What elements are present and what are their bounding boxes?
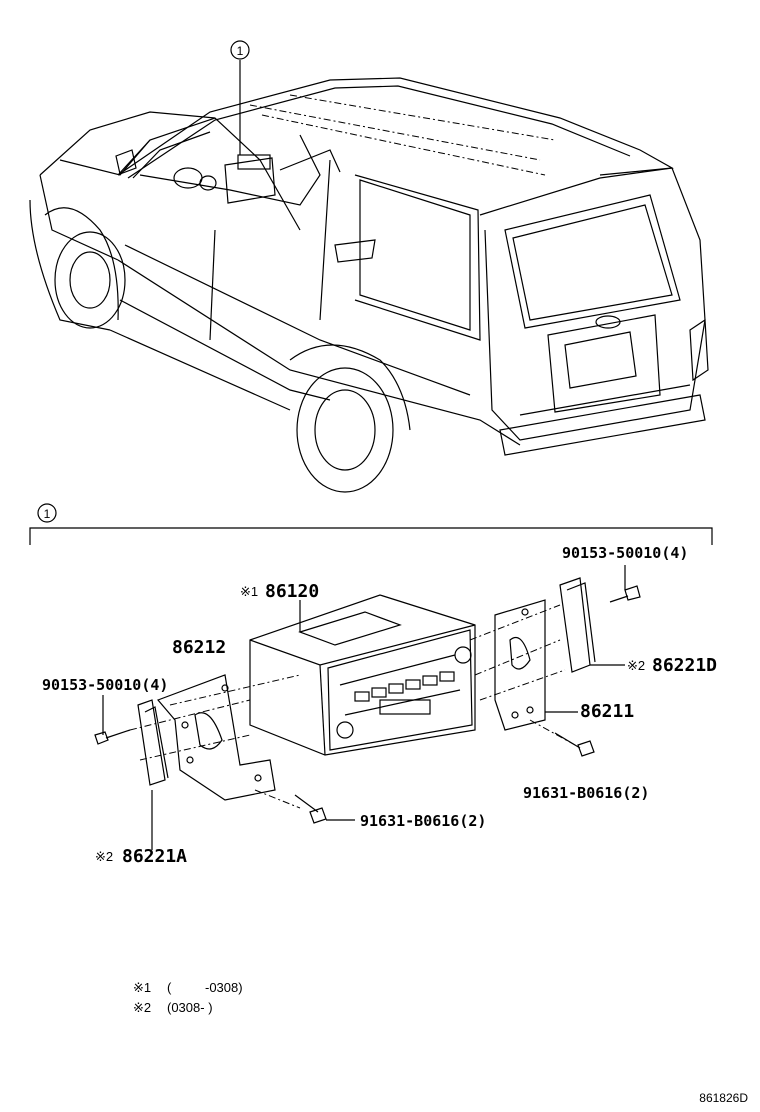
- part-label-91631-center[interactable]: 91631-B0616(2): [360, 812, 486, 830]
- catalog-code: 861826D: [699, 1091, 748, 1105]
- vehicle-illustration: [29, 60, 709, 493]
- note-1: ※1 ( -0308): [133, 980, 243, 995]
- section-bracket: [29, 527, 713, 545]
- svg-text:1: 1: [44, 507, 51, 521]
- part-label-90153-left[interactable]: 90153-50010(4): [42, 676, 168, 694]
- screw-90153-right: [609, 585, 641, 603]
- screw-90153-left: [94, 729, 131, 745]
- assembly-lines: [129, 604, 576, 809]
- svg-text:(0308- ): (0308- ): [167, 1000, 213, 1015]
- svg-text:※1: ※1: [240, 584, 258, 599]
- bracket-86212: [156, 674, 276, 801]
- panel-86221D: [559, 577, 596, 673]
- svg-text:-0308): -0308): [205, 980, 243, 995]
- svg-text:(: (: [167, 980, 172, 995]
- part-label-86221A[interactable]: ※2 86221A: [95, 846, 187, 867]
- part-label-91631-right[interactable]: 91631-B0616(2): [523, 784, 649, 802]
- svg-text:86221A: 86221A: [122, 846, 187, 867]
- section-1-marker: 1: [37, 503, 57, 523]
- panel-86221A: [137, 699, 169, 786]
- svg-text:※2: ※2: [627, 658, 645, 673]
- bracket-86211: [494, 599, 546, 731]
- svg-text:※2: ※2: [133, 1000, 151, 1015]
- part-label-86211[interactable]: 86211: [580, 701, 634, 722]
- part-label-86120[interactable]: ※1 86120: [240, 581, 319, 602]
- part-label-90153-right[interactable]: 90153-50010(4): [562, 544, 688, 562]
- svg-text:※1: ※1: [133, 980, 151, 995]
- part-label-86212[interactable]: 86212: [172, 637, 226, 658]
- screw-91631-center: [294, 794, 327, 824]
- screw-91631-right: [554, 732, 595, 757]
- svg-text:※2: ※2: [95, 849, 113, 864]
- note-2: ※2 (0308- ): [133, 1000, 213, 1015]
- radio-unit-86120: [249, 594, 476, 756]
- part-label-86221D[interactable]: ※2 86221D: [627, 655, 717, 676]
- svg-text:86221D: 86221D: [652, 655, 717, 676]
- callout-1-marker: 1: [230, 40, 250, 60]
- svg-text:1: 1: [237, 44, 244, 58]
- svg-text:86120: 86120: [265, 581, 319, 602]
